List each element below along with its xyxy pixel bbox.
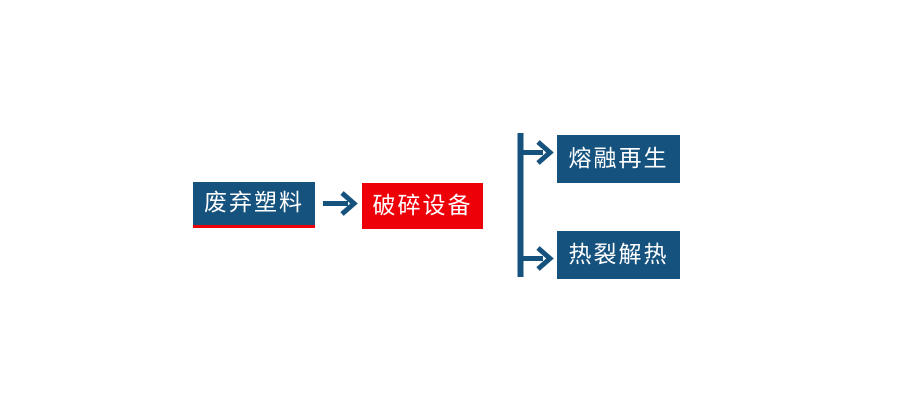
arrow-right-icon-branch-bottom <box>520 246 554 271</box>
node-crusher: 破碎设备 <box>362 183 483 229</box>
node-melt-regeneration-label: 熔融再生 <box>568 145 669 172</box>
node-pyrolysis-label: 热裂解热 <box>568 241 669 268</box>
node-waste-plastic: 废弃塑料 <box>193 182 315 225</box>
node-waste-plastic-accent-underline <box>193 225 315 228</box>
node-melt-regeneration: 熔融再生 <box>557 135 680 183</box>
node-waste-plastic-label: 废弃塑料 <box>204 190 304 216</box>
node-pyrolysis: 热裂解热 <box>557 231 680 279</box>
node-crusher-label: 破碎设备 <box>372 192 473 219</box>
arrow-right-icon-branch-top <box>520 140 554 165</box>
arrow-right-icon-main <box>323 191 358 216</box>
